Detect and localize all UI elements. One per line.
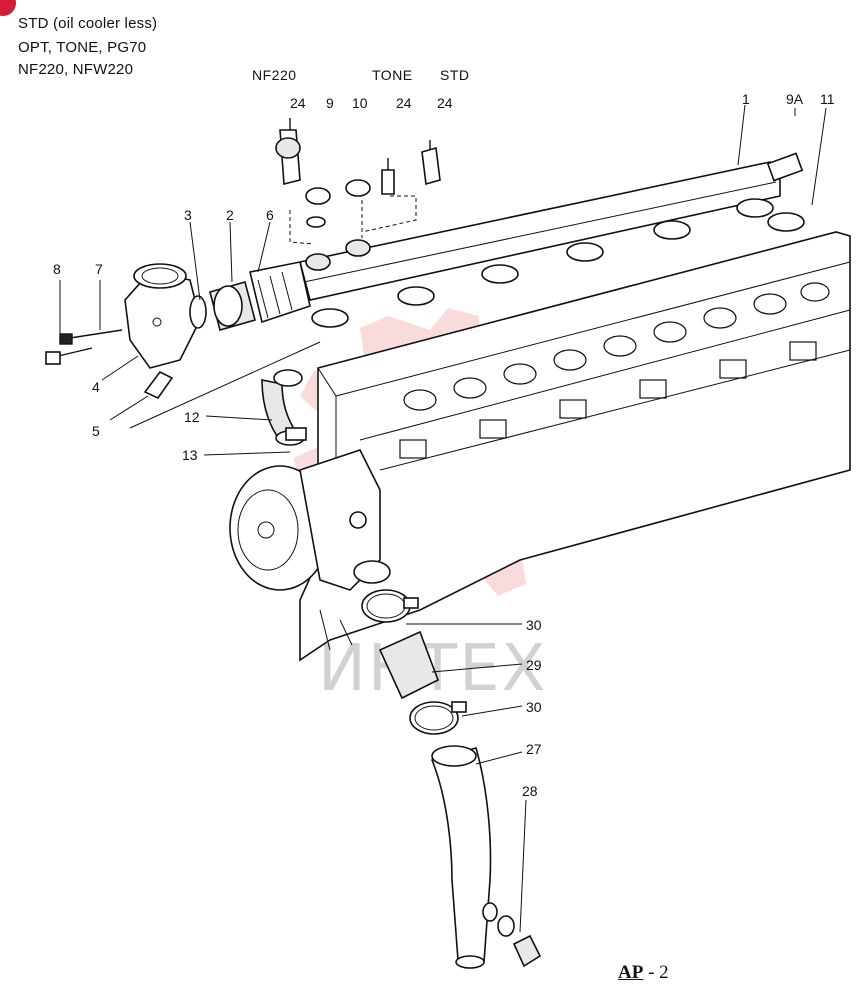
callout-3: 3	[184, 207, 192, 223]
callout-7: 7	[95, 261, 103, 277]
water-manifold-pipe	[299, 152, 805, 328]
callout-8: 8	[53, 261, 61, 277]
callout-6: 6	[266, 207, 274, 223]
callout-24-std: 24	[437, 95, 453, 111]
sensors-plugs	[275, 118, 441, 245]
callout-12: 12	[184, 409, 200, 425]
leader-lines	[59, 104, 827, 933]
bypass-hose	[261, 369, 307, 446]
callout-9a: 9A	[786, 91, 804, 107]
callout-4: 4	[92, 379, 100, 395]
bolt-parts	[45, 329, 123, 365]
callout-30-lower: 30	[526, 699, 542, 715]
cylinder-head	[299, 231, 851, 662]
thermostat-assembly	[124, 261, 311, 369]
callout-5: 5	[92, 423, 100, 439]
page-ref-sep: -	[643, 962, 660, 983]
callout-10: 10	[352, 95, 368, 111]
corner-badge	[0, 0, 16, 16]
header-line-nf: NF220, NFW220	[18, 61, 134, 78]
group-label-std: STD	[440, 67, 470, 83]
callout-9: 9	[326, 95, 334, 111]
callout-30-upper: 30	[526, 617, 542, 633]
header-line-std: STD (oil cooler less)	[18, 15, 158, 32]
page-ref-code: AP	[618, 962, 644, 983]
callout-11: 11	[820, 91, 835, 107]
callout-28: 28	[522, 783, 538, 799]
callout-27: 27	[526, 741, 542, 757]
callout-24-tone: 24	[396, 95, 412, 111]
callout-29: 29	[526, 657, 542, 673]
callout-24-nf220: 24	[290, 95, 306, 111]
page-reference: AP - 2	[618, 962, 669, 984]
water-hose-assembly	[361, 589, 542, 969]
page-ref-number: 2	[659, 962, 669, 983]
plug-part	[143, 370, 174, 400]
callout-1: 1	[742, 91, 750, 107]
callout-13: 13	[182, 447, 198, 463]
group-label-nf220: NF220	[252, 67, 297, 83]
callout-2: 2	[226, 207, 234, 223]
group-label-tone: TONE	[372, 67, 413, 83]
header-line-opt: OPT, TONE, PG70	[18, 39, 147, 56]
water-pump	[229, 449, 391, 591]
